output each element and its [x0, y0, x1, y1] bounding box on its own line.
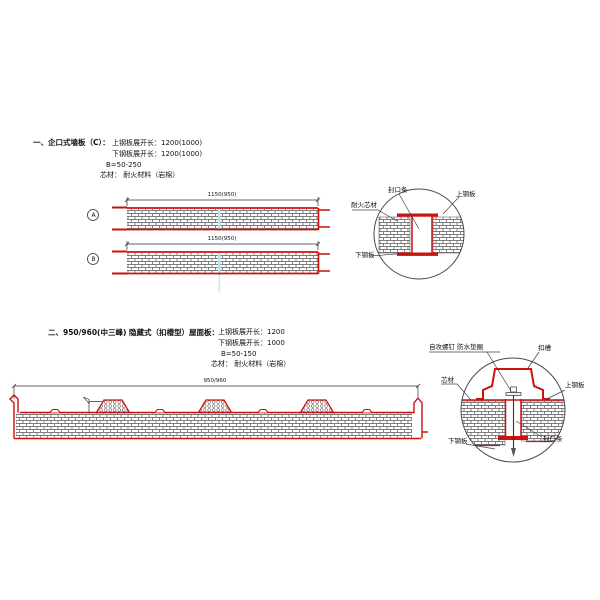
panel-b-marker: B [91, 255, 96, 263]
section2-spec-bottom-plate: 下钢板展开长：1000 [218, 339, 285, 347]
roof-detail-screw-label: 自攻螺钉 防水垫圈 [429, 342, 484, 351]
section1-spec-thickness: B=50-250 [106, 161, 142, 169]
roof-detail-core-label: 芯材 [441, 375, 454, 384]
wall-joint-detail [352, 188, 465, 280]
panel-a-marker: A [91, 211, 96, 219]
roof-detail-bottom-plate-label: 下钢板 [448, 437, 468, 445]
roof-detail-seal-strip-label: 封口条 [543, 434, 563, 443]
section1-spec-core: 芯材： 耐火材料（岩棉） [100, 171, 180, 179]
wall-detail-top-plate-label: 上钢板 [456, 189, 476, 198]
section1-spec-bottom-plate: 下钢板展开长：1200(1000) [112, 150, 203, 158]
roof-panel-dimension: 950/960 [203, 377, 227, 384]
wall-detail-core-label: 耐火芯材 [351, 201, 377, 209]
roof-panel-section [9, 383, 428, 440]
section2-spec-thickness: B=50-150 [221, 350, 257, 358]
section1-title: 一、企口式墙板（C）： [33, 138, 110, 147]
roof-seam-detail [429, 351, 566, 463]
wall-panel-b [87, 241, 330, 293]
wall-detail-seal-strip-label: 封口条 [388, 185, 408, 194]
wall-detail-bottom-plate-label: 下钢板 [355, 250, 375, 259]
panel-b-dimension: 1150(950) [207, 236, 237, 242]
section2-title: 二、950/960(中三峰) 隐藏式（扣槽型）屋面板： [48, 328, 220, 337]
section2-spec-top-plate: 上钢板展开长：1200 [218, 328, 285, 336]
panel-a-dimension: 1150(950) [207, 192, 237, 198]
section2-spec-core: 芯材： 耐火材料（岩棉） [211, 360, 291, 368]
wall-panel-a [87, 197, 330, 231]
roof-detail-cap-label: 扣槽 [538, 343, 551, 352]
roof-detail-top-plate-label: 上钢板 [565, 381, 585, 389]
section1-spec-top-plate: 上钢板展开长：1200(1000) [112, 139, 203, 147]
